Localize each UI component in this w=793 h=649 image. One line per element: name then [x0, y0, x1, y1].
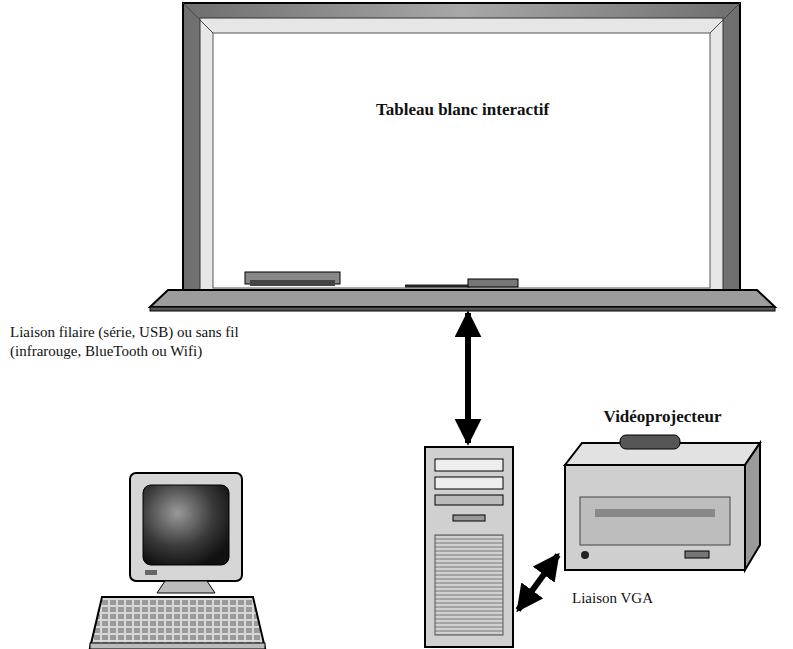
whiteboard-drawing [150, 3, 775, 311]
link-arrow [465, 313, 471, 443]
whiteboard-node: Tableau blanc interactif [150, 0, 775, 311]
link-arrow [518, 555, 558, 610]
computer-node [85, 445, 515, 649]
projector-drawing [565, 435, 760, 570]
link-label: Liaison VGA [570, 588, 655, 609]
projector-node: Vidéoprojecteur [560, 405, 765, 577]
computer-drawing [90, 447, 513, 649]
link-label: Liaison filaire (série, USB) ou sans fil… [8, 322, 302, 362]
node-title: Vidéoprojecteur [560, 407, 765, 427]
node-title: Tableau blanc interactif [150, 100, 775, 120]
